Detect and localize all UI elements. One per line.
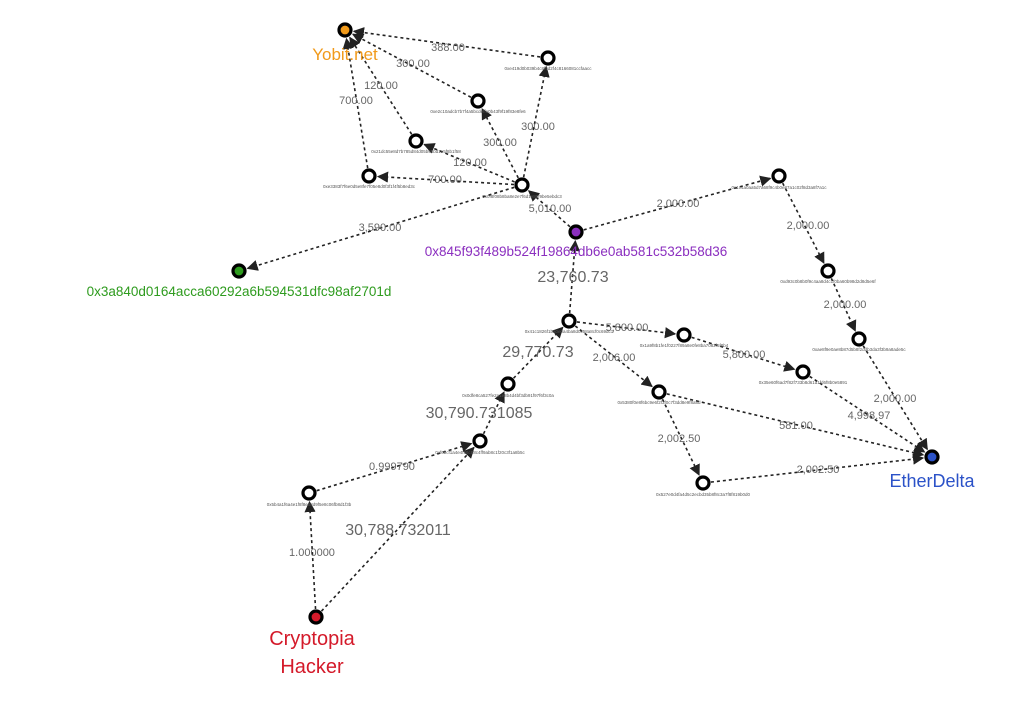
edge-label: 120.00: [453, 157, 487, 169]
edge-label: 0.999790: [369, 461, 415, 473]
node-label-cryptopia-line-2: Hacker: [280, 656, 344, 678]
node-label-p: 0x845f93f489b524f19864db6e0ab581c532b58d…: [425, 244, 728, 259]
edge-label: 5,800.00: [723, 349, 766, 361]
edge-h-to-t3: [423, 143, 515, 183]
edge-label: 300.00: [396, 58, 430, 70]
node-p: [568, 224, 584, 240]
node-address-label: 0x5380f0e8f6bc9e6f2f3f0c7f3dd8e9f8a8d: [617, 400, 701, 405]
edge-label: 388.00: [431, 42, 465, 54]
node-address-label: 0x41c1826f1ba0e0a4ba8d0c58a8cf0c69dc1: [525, 329, 614, 334]
edge-label: 4,998.97: [848, 410, 891, 422]
edge-label: 2,006.00: [593, 352, 636, 364]
node-label-g: 0x3a840d0164acca60292a6b594531dfc98af270…: [87, 284, 392, 299]
edge-t1-to-yobit: [352, 27, 541, 58]
edge-t2-to-yobit: [351, 33, 472, 98]
edge-m-to-b1: [574, 325, 653, 388]
node-address-label: 0x1c4a0aa5d7a68f9c4b0e87a1c02f8d3a8f7a1c: [731, 185, 827, 190]
edge-cryptopia-to-c2: [320, 446, 475, 612]
node-address-label: 0xd93c0b8b0f9c4aa8d4c1f0ba60b98d2d8d5e6f: [780, 279, 876, 284]
edge-label: 581.00: [779, 420, 813, 432]
edge-c3-to-c2: [316, 441, 473, 492]
node-address-label: 0xae8f9e0ae8b87d5b8f2ddb3da3f3b9a8ade5c: [812, 347, 906, 352]
node-address-label: 0xe3383f7f6e0d5e8fe7f05e8d0f3f1f4f5b8ed3…: [323, 184, 416, 189]
node-t4: [361, 168, 377, 184]
node-r2: [820, 263, 836, 279]
edge-label: 2,000.00: [657, 198, 700, 210]
edge-labels: 388.00300.00120.00700.00300.00300.00120.…: [289, 42, 916, 559]
node-address-label: 0x1a9f8b1fe1f0227f89a8e0fe8ba7082f5f8b4: [640, 343, 729, 348]
edge-r1-to-r2: [781, 182, 825, 264]
edge-h-to-t2: [481, 107, 519, 179]
edge-label: 300.00: [483, 137, 517, 149]
edge-label: 29,770.73: [502, 344, 573, 361]
edge-label: 30,790.731085: [426, 405, 533, 422]
node-label-yobit: Yobit.net: [312, 45, 378, 64]
edge-label: 23,760.73: [537, 269, 608, 286]
node-etherdelta: [924, 449, 940, 465]
edge-m-to-m1: [576, 321, 677, 339]
edge-label: 30,788.732011: [345, 522, 451, 539]
edge-m2-to-etherdelta: [809, 375, 926, 453]
node-address-label: 0xe2c10adcb7b7f4a5bcdeffe0b43f9f19f83e8f…: [430, 109, 526, 114]
node-cryptopia: [308, 609, 324, 625]
edge-label: 120.00: [364, 80, 398, 92]
node-label-etherdelta: EtherDelta: [889, 471, 975, 491]
node-h: [514, 177, 530, 193]
edge-r2-to-r3: [830, 277, 857, 332]
node-c3: [301, 485, 317, 501]
node-b2: [695, 475, 711, 491]
node-r3: [851, 331, 867, 347]
node-m2: [795, 364, 811, 380]
edge-m-to-p: [568, 239, 581, 314]
node-t3: [408, 133, 424, 149]
node-address-label: 0xe419d0b039b4c8f9d2f4c8166081ccfaacc: [504, 66, 592, 71]
edge-h-to-t4: [376, 171, 515, 186]
node-yobit: [337, 22, 353, 38]
node-address-label: 0x21dc55e8d7b785d84d05b95bd1e5f8b1f58: [371, 149, 461, 154]
node-m1: [676, 327, 692, 343]
node-c2: [472, 433, 488, 449]
edge-label: 1.000000: [289, 547, 335, 559]
node-address-label: 0x35e60f6ad7f82f733b8d61d1fd6f8b0e5891: [759, 380, 848, 385]
node-address-label: 0x5b4a1f6a4e1f8f8e68d9f5e8c06fb8d1f3b: [267, 502, 352, 507]
edge-label: 2,000.00: [824, 299, 867, 311]
edge-label: 5,800.00: [606, 322, 649, 334]
nodes: [231, 22, 940, 625]
edge-label: 300.00: [521, 121, 555, 133]
node-label-cryptopia-line-1: Cryptopia: [269, 628, 355, 650]
edge-label: 2,002.50: [797, 464, 840, 476]
edge-t3-to-yobit: [349, 36, 413, 135]
edge-t4-to-yobit: [342, 37, 369, 169]
edge-b1-to-b2: [661, 398, 700, 476]
node-t1: [540, 50, 556, 66]
edge-c2-to-c1: [482, 391, 505, 435]
edge-h-to-t1: [522, 65, 550, 178]
node-address-label: 0xf6bcf1a4e4f56c88c4ff9ab8c1f20c3f1a8b5c: [435, 450, 525, 455]
edge-label: 700.00: [339, 95, 373, 107]
edge-b1-to-etherdelta: [666, 393, 925, 459]
node-m: [561, 313, 577, 329]
node-address-label: 0x0f8f08b8ba8e2e7f6d1e80f9be5ebdc3: [482, 194, 562, 199]
edge-label: 5,010.00: [529, 203, 572, 215]
edge-h-to-g: [246, 186, 515, 271]
node-b1: [651, 384, 667, 400]
node-c1: [500, 376, 516, 392]
edge-label: 3,590.00: [359, 222, 402, 234]
node-g: [231, 263, 247, 279]
node-r1: [771, 168, 787, 184]
edge-label: 700.00: [428, 174, 462, 186]
edges: [246, 27, 928, 612]
edge-label: 2,000.00: [874, 393, 917, 405]
edge-p-to-r1: [583, 175, 772, 231]
edge-r3-to-etherdelta: [862, 345, 928, 451]
node-address-label: 0x0dfe8ca527fe2a1e8b4d4bf3db91f97f6f3c0a: [462, 393, 554, 398]
node-address-label: 0x527e0d4fa4d5c2ecbd35b8f8c3a7f8f819b0d0: [656, 492, 751, 497]
edge-label: 2,002.50: [658, 433, 701, 445]
edge-label: 2,000.00: [787, 220, 830, 232]
node-t2: [470, 93, 486, 109]
